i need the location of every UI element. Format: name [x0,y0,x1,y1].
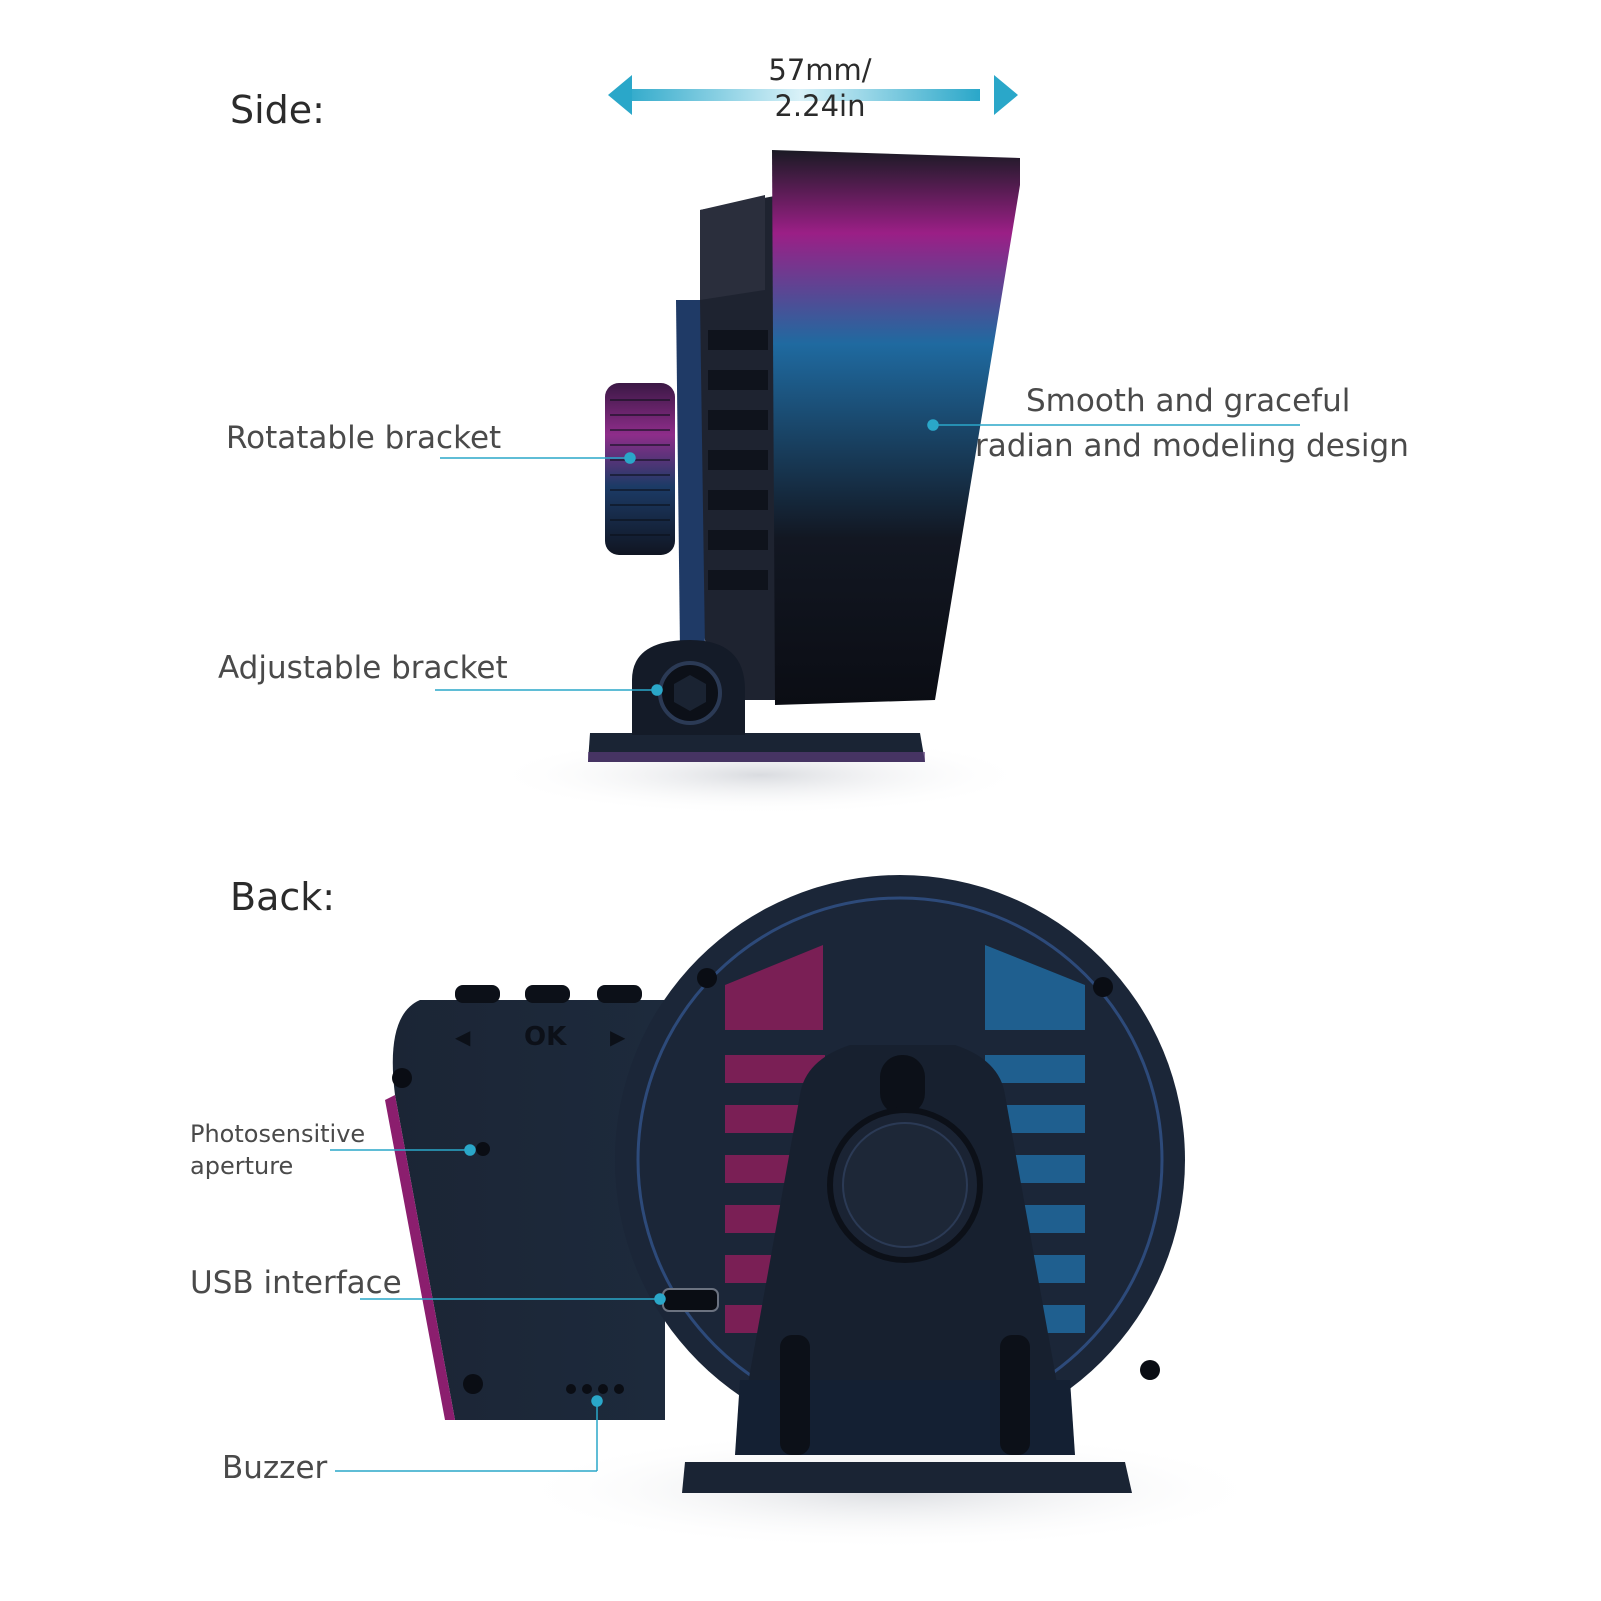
buzzer-label: Buzzer [222,1450,328,1486]
rotatable-bracket-label: Rotatable bracket [226,420,502,456]
dimension-label: 57mm/ 2.24in [745,52,895,124]
dimension-in: 2.24in [774,89,866,123]
photosensitive-label: Photosensitive aperture [190,1118,365,1182]
design-label-line1: Smooth and graceful [1026,383,1351,419]
usb-interface-label: USB interface [190,1265,402,1301]
right-button-label: ▶ [610,1025,626,1049]
left-button-label: ◀ [455,1025,471,1049]
back-view-device [385,875,1270,1550]
side-title: Side: [230,88,325,132]
photosensitive-line2: aperture [190,1152,294,1180]
adjustable-bracket-label: Adjustable bracket [218,650,508,686]
callout-lines [330,419,1300,1472]
ok-button-label: OK [524,1022,567,1052]
photosensitive-line1: Photosensitive [190,1120,366,1148]
side-view-device [490,150,1030,815]
dimension-arrow [608,75,1018,115]
dimension-mm: 57mm/ [768,53,872,87]
back-title: Back: [230,875,336,919]
design-label-line2: radian and modeling design [975,428,1409,464]
